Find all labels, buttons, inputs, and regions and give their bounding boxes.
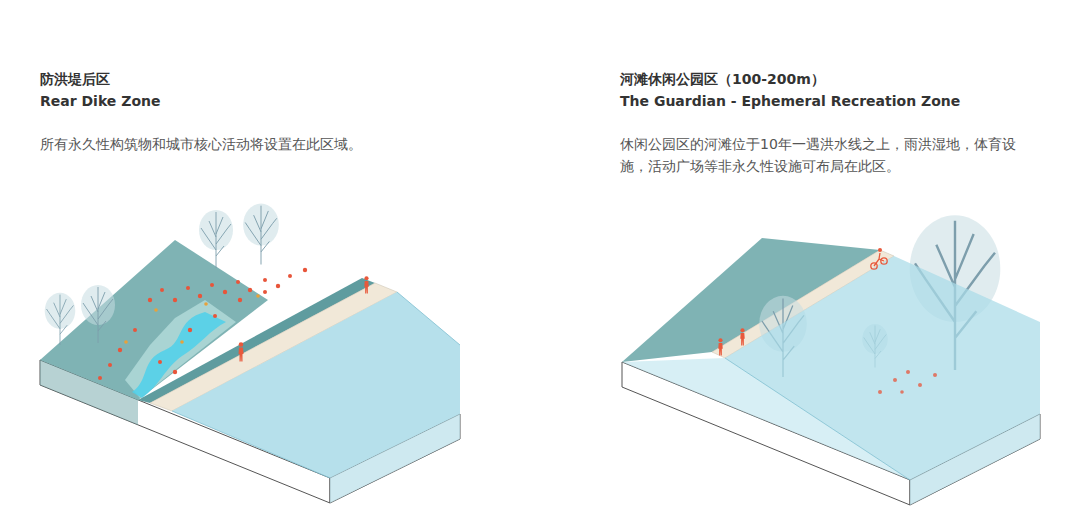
label-slot: 所有永久性构筑物和城市核心活动将设置在此区域。 [40,133,480,155]
zone-description: 休闲公园区的河滩位于10年一遇洪水线之上，雨洪湿地，体育设施，活动广场等非永久性… [620,133,1038,177]
zone-heading: 河滩休闲公园区（100-200m） [620,70,825,88]
recreation-zone-block [622,215,1040,505]
label-slot: 河滩休闲公园区（100-200m） [620,70,825,88]
label-slot: Rear Dike Zone [40,92,160,110]
cyclist [871,248,887,269]
zone-heading: 防洪堤后区 [40,70,110,88]
label-slot: The Guardian - Ephemeral Recreation Zone [620,92,960,110]
rear-dike-block [40,204,460,503]
label-slot: 休闲公园区的河滩位于10年一遇洪水线之上，雨洪湿地，体育设施，活动广场等非永久性… [620,133,1038,177]
zone-name-en: Rear Dike Zone [40,92,160,110]
label-slot: 防洪堤后区 [40,70,110,88]
zone-name-en: The Guardian - Ephemeral Recreation Zone [620,92,960,110]
zone-description: 所有永久性构筑物和城市核心活动将设置在此区域。 [40,133,480,155]
